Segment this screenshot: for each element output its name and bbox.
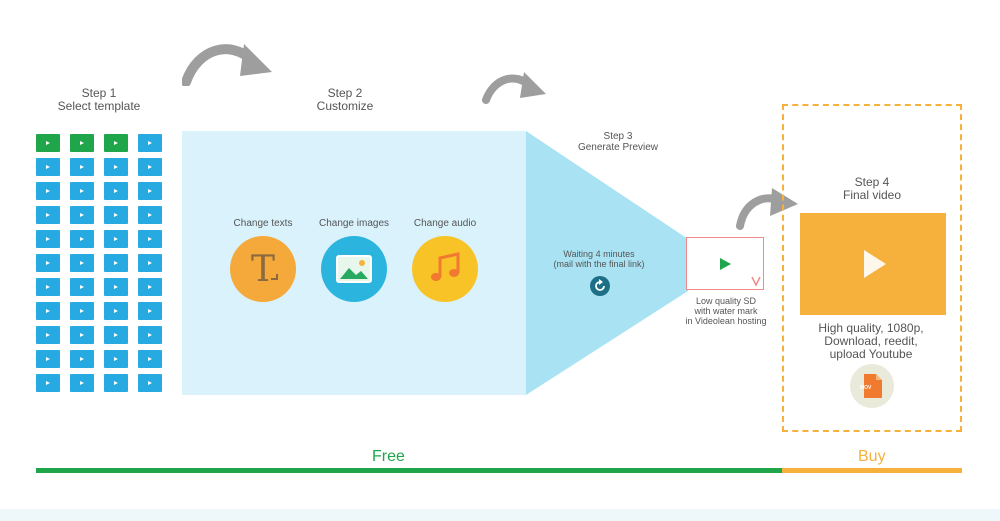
template-tile[interactable] bbox=[138, 350, 162, 368]
template-tile[interactable] bbox=[70, 206, 94, 224]
play-icon bbox=[720, 258, 731, 270]
template-tile[interactable] bbox=[104, 302, 128, 320]
step1-title: Step 1 bbox=[81, 86, 117, 100]
free-bar bbox=[36, 468, 782, 473]
template-tile[interactable] bbox=[104, 182, 128, 200]
final-line3: upload Youtube bbox=[829, 347, 913, 361]
preview-video-thumbnail[interactable] bbox=[686, 237, 764, 290]
final-line1: High quality, 1080p, bbox=[818, 321, 924, 335]
arrow-step3-to-step4-icon bbox=[736, 188, 798, 230]
template-tile[interactable] bbox=[138, 134, 162, 152]
change-images-label: Change images bbox=[318, 218, 390, 229]
template-tile[interactable] bbox=[104, 374, 128, 392]
watermark-logo-icon bbox=[751, 276, 761, 286]
template-tile[interactable] bbox=[36, 350, 60, 368]
step2-label: Step 2 Customize bbox=[300, 87, 390, 113]
low-quality-line3: in Videolean hosting bbox=[685, 316, 767, 326]
step4-subtitle: Final video bbox=[842, 188, 902, 202]
template-tile[interactable] bbox=[104, 230, 128, 248]
template-tile[interactable] bbox=[138, 254, 162, 272]
template-tile[interactable] bbox=[36, 206, 60, 224]
template-tile[interactable] bbox=[36, 230, 60, 248]
template-tile[interactable] bbox=[36, 254, 60, 272]
template-tile[interactable] bbox=[104, 278, 128, 296]
final-video-thumbnail[interactable] bbox=[800, 213, 946, 315]
low-quality-line1: Low quality SD bbox=[695, 296, 757, 306]
template-tile[interactable] bbox=[104, 350, 128, 368]
template-tile[interactable] bbox=[104, 134, 128, 152]
play-icon bbox=[864, 250, 886, 278]
template-tile[interactable] bbox=[104, 158, 128, 176]
music-note-icon bbox=[431, 252, 460, 281]
step2-subtitle: Customize bbox=[316, 99, 374, 113]
buy-label: Buy bbox=[858, 448, 886, 465]
change-texts-label: Change texts bbox=[233, 218, 293, 229]
final-quality-text: High quality, 1080p, Download, reedit, u… bbox=[796, 322, 946, 361]
template-tile[interactable] bbox=[70, 350, 94, 368]
waiting-line1: Waiting 4 minutes bbox=[563, 249, 635, 259]
final-video-dashed-box bbox=[782, 104, 962, 432]
template-tile[interactable] bbox=[70, 374, 94, 392]
step3-label: Step 3 Generate Preview bbox=[566, 131, 670, 153]
step2-title: Step 2 bbox=[327, 86, 363, 100]
template-tile[interactable] bbox=[70, 230, 94, 248]
template-tile[interactable] bbox=[36, 182, 60, 200]
template-tile[interactable] bbox=[36, 326, 60, 344]
buy-bar bbox=[782, 468, 962, 473]
template-tile[interactable] bbox=[36, 158, 60, 176]
template-tile[interactable] bbox=[70, 278, 94, 296]
template-tile[interactable] bbox=[36, 134, 60, 152]
template-tile[interactable] bbox=[138, 158, 162, 176]
waiting-text: Waiting 4 minutes (mail with the final l… bbox=[544, 249, 654, 269]
final-line2: Download, reedit, bbox=[824, 334, 918, 348]
mov-file-badge: MOV bbox=[860, 385, 872, 391]
template-tile[interactable] bbox=[138, 230, 162, 248]
template-tile[interactable] bbox=[36, 374, 60, 392]
template-tile[interactable] bbox=[138, 326, 162, 344]
template-tile[interactable] bbox=[138, 302, 162, 320]
template-tile[interactable] bbox=[70, 326, 94, 344]
step1-label: Step 1 Select template bbox=[44, 87, 154, 113]
step3-subtitle: Generate Preview bbox=[577, 142, 659, 153]
low-quality-text: Low quality SD with water mark in Videol… bbox=[668, 296, 784, 326]
refresh-icon bbox=[590, 276, 610, 296]
template-tile[interactable] bbox=[138, 278, 162, 296]
low-quality-line2: with water mark bbox=[694, 306, 758, 316]
step3-title: Step 3 bbox=[603, 131, 633, 142]
free-label: Free bbox=[372, 448, 405, 465]
template-tile[interactable] bbox=[104, 326, 128, 344]
step4-label: Step 4 Final video bbox=[814, 176, 930, 202]
template-tile[interactable] bbox=[138, 182, 162, 200]
bottom-strip bbox=[0, 509, 1000, 521]
mov-file-icon: MOV bbox=[850, 364, 894, 408]
template-tile[interactable] bbox=[70, 182, 94, 200]
change-audio-button[interactable] bbox=[412, 236, 478, 302]
change-images-button[interactable] bbox=[321, 236, 387, 302]
svg-text:T: T bbox=[251, 249, 275, 289]
template-tile[interactable] bbox=[70, 302, 94, 320]
change-texts-button[interactable]: T bbox=[230, 236, 296, 302]
template-tile[interactable] bbox=[70, 254, 94, 272]
template-tile[interactable] bbox=[104, 206, 128, 224]
template-grid bbox=[36, 134, 162, 392]
change-audio-label: Change audio bbox=[413, 218, 477, 229]
arrow-step2-to-step3-icon bbox=[482, 72, 546, 104]
template-tile[interactable] bbox=[138, 206, 162, 224]
template-tile[interactable] bbox=[70, 134, 94, 152]
generate-preview-funnel bbox=[526, 131, 688, 395]
template-tile[interactable] bbox=[70, 158, 94, 176]
template-tile[interactable] bbox=[36, 278, 60, 296]
waiting-line2: (mail with the final link) bbox=[553, 259, 645, 269]
step1-subtitle: Select template bbox=[57, 99, 141, 113]
image-icon bbox=[336, 255, 372, 283]
step4-title: Step 4 bbox=[854, 175, 890, 189]
arrow-step1-to-step2-icon bbox=[182, 44, 272, 86]
template-tile[interactable] bbox=[104, 254, 128, 272]
template-tile[interactable] bbox=[138, 374, 162, 392]
text-t-icon: T bbox=[251, 249, 278, 289]
template-tile[interactable] bbox=[36, 302, 60, 320]
